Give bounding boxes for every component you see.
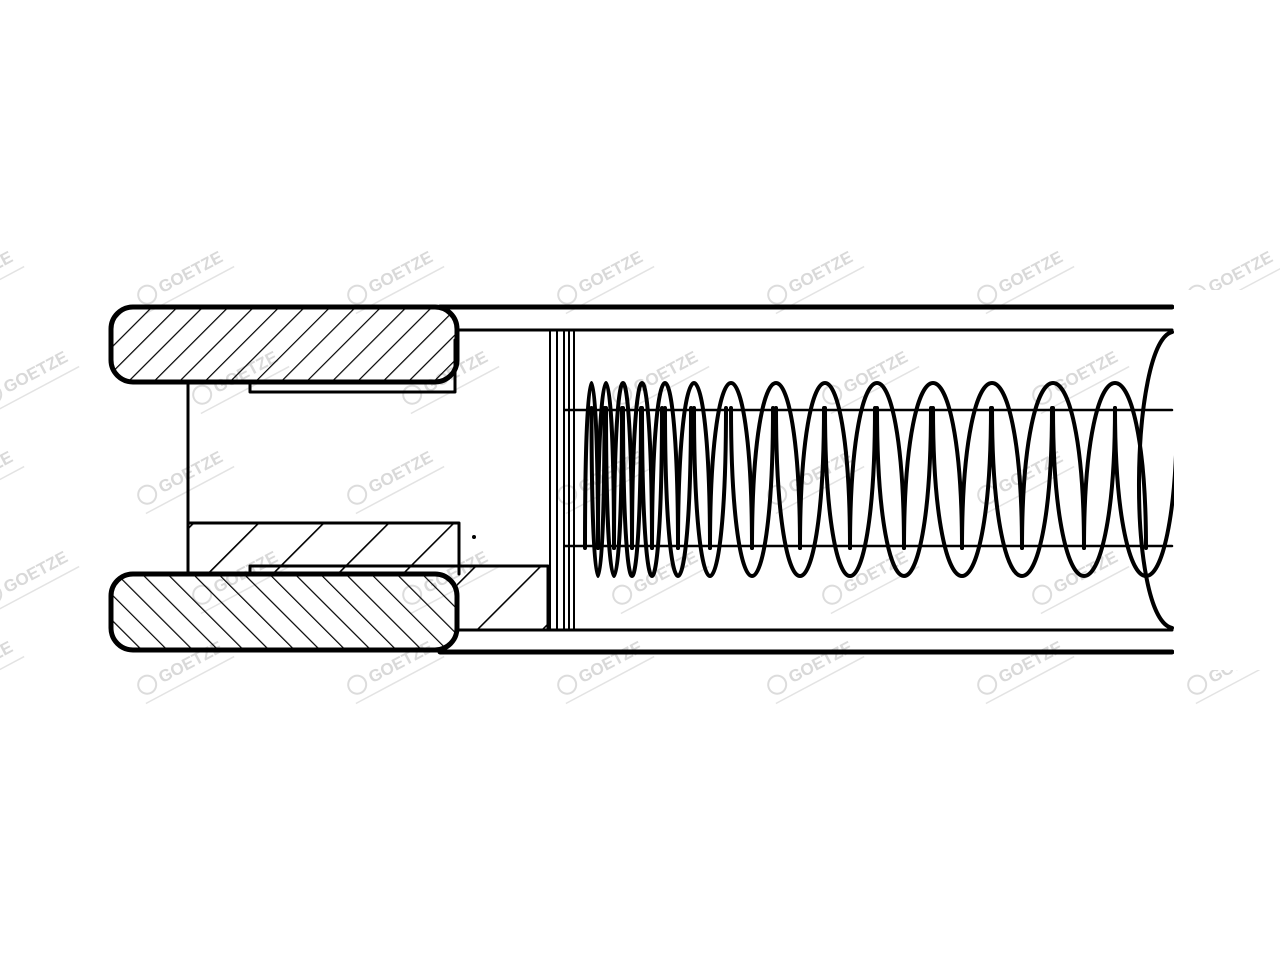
- spring-coil: [990, 406, 1054, 578]
- watermark-tile: GOETZE: [0, 547, 80, 615]
- spring-coil: [902, 381, 964, 550]
- watermark-tile: GOETZE: [0, 347, 80, 415]
- watermark-tile: GOETZE: [0, 447, 25, 515]
- goetze-logo-icon: [1032, 384, 1053, 405]
- spring-coil: [848, 381, 906, 550]
- spring-coil: [1020, 381, 1086, 550]
- spring-coil: [640, 406, 664, 578]
- goetze-logo-icon: [557, 484, 578, 505]
- goetze-logo-icon: [1032, 584, 1053, 605]
- goetze-logo-icon: [137, 484, 158, 505]
- spring-coil-end: [1137, 330, 1174, 630]
- spring-coil: [589, 406, 607, 578]
- spring-coil: [630, 381, 654, 550]
- goetze-logo-icon: [557, 284, 578, 305]
- spring-end-lines: [549, 329, 575, 631]
- watermark-tile: GOETZE: [1032, 547, 1130, 615]
- lower-rail: [108, 571, 460, 653]
- watermark-tile: GOETZE: [347, 447, 445, 515]
- watermark-tile: GOETZE: [557, 637, 655, 705]
- coil-spring-expander: [583, 330, 1179, 630]
- spacer-body-outline: [186, 380, 461, 576]
- goetze-logo-icon: [557, 674, 578, 695]
- spring-coil: [621, 406, 643, 578]
- goetze-logo-icon: [347, 674, 368, 695]
- watermark-tile: GOETZE: [557, 247, 655, 315]
- goetze-logo-icon: [137, 674, 158, 695]
- watermark-tile: GOETZE: [347, 247, 445, 315]
- spring-coil: [1051, 406, 1117, 578]
- watermark-tile: GOETZE: [977, 637, 1075, 705]
- spring-coil: [774, 406, 826, 578]
- goetze-logo-icon: [1187, 674, 1208, 695]
- spring-coil: [931, 406, 993, 578]
- goetze-logo-icon: [612, 584, 633, 605]
- watermark-tile: GOETZE: [767, 247, 865, 315]
- goetze-logo-icon: [137, 284, 158, 305]
- spring-coil: [676, 381, 712, 550]
- goetze-logo-icon: [0, 384, 3, 405]
- spring-coil: [692, 406, 728, 578]
- spring-coil: [960, 381, 1024, 550]
- goetze-logo-icon: [977, 674, 998, 695]
- goetze-logo-icon: [767, 674, 788, 695]
- spring-coil: [650, 381, 680, 550]
- goetze-logo-icon: [347, 484, 368, 505]
- ring-cross-section: [108, 290, 1280, 670]
- goetze-logo-icon: [0, 584, 3, 605]
- upper-rail: [108, 304, 460, 385]
- spring-coil: [663, 406, 693, 578]
- spring-coil: [604, 406, 624, 578]
- watermark-tile: GOETZE: [977, 247, 1075, 315]
- spring-coil: [729, 406, 775, 578]
- watermark-tile: GOETZE: [1032, 347, 1130, 415]
- goetze-logo-icon: [192, 384, 213, 405]
- watermark-tile: GOETZE: [822, 547, 920, 615]
- goetze-logo-icon: [822, 584, 843, 605]
- spring-coil: [708, 381, 754, 550]
- goetze-logo-icon: [767, 284, 788, 305]
- watermark-tile: GOETZE: [0, 637, 25, 705]
- spring-coil: [823, 406, 877, 578]
- spring-coil: [750, 381, 802, 550]
- goetze-logo-icon: [977, 284, 998, 305]
- watermark-tile: GOETZE: [137, 247, 235, 315]
- reference-dot: [472, 535, 476, 539]
- watermark-tile: GOETZE: [767, 637, 865, 705]
- spring-coil: [875, 406, 933, 578]
- goetze-logo-icon: [347, 284, 368, 305]
- goetze-logo-icon: [402, 384, 423, 405]
- upper-rail-ledge: [248, 338, 457, 394]
- spring-coil: [1082, 381, 1148, 550]
- spring-coil: [798, 381, 852, 550]
- watermark-tile: GOETZE: [137, 447, 235, 515]
- watermark-tile: GOETZE: [822, 347, 920, 415]
- watermark-tile: GOETZE: [0, 247, 25, 315]
